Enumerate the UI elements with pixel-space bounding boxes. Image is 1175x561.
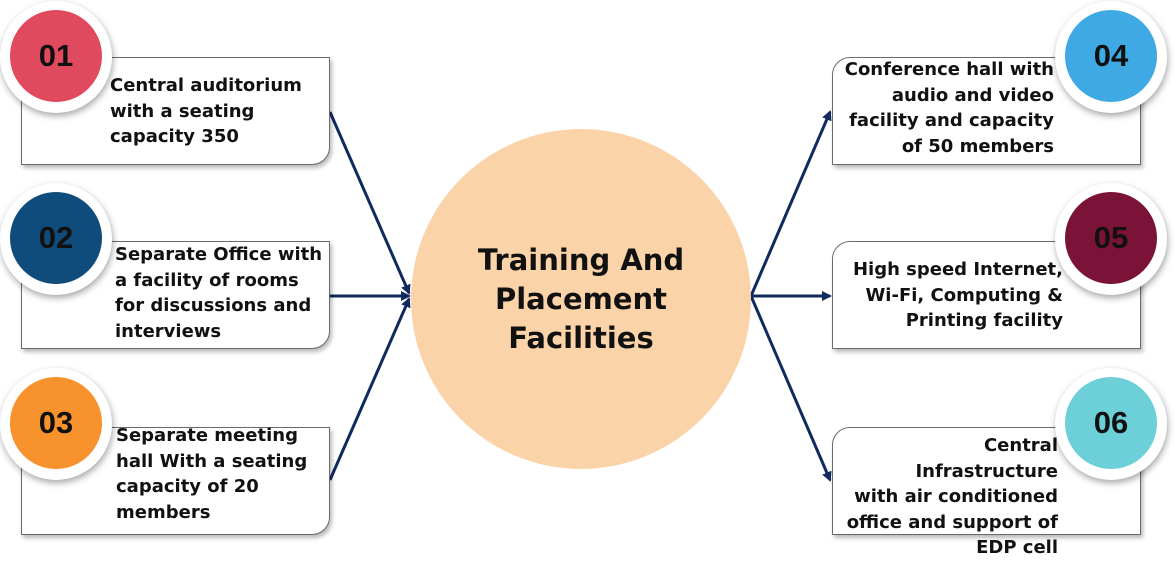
badge-03: 03: [0, 368, 112, 480]
item-box-02: [21, 241, 330, 349]
item-text-03: Separate meeting hall With a seating cap…: [116, 425, 308, 523]
item-text-02: Separate Office with a facility of rooms…: [115, 244, 323, 342]
badge-06: 06: [1055, 368, 1167, 480]
connector-hub-to-04: [749, 110, 832, 297]
badge-circle-03: 03: [10, 377, 102, 469]
badge-circle-02: 02: [10, 192, 102, 284]
badge-01: 01: [0, 1, 112, 113]
badge-circle-01: 01: [10, 10, 102, 102]
item-text-01: Central auditorium with a seating capaci…: [110, 75, 302, 147]
item-text-06: Central Infrastructure with air conditio…: [846, 435, 1058, 558]
connector-01-to-hub: [328, 111, 411, 295]
badge-04: 04: [1055, 1, 1167, 113]
connector-03-to-hub: [328, 297, 411, 481]
badge-circle-04: 04: [1065, 10, 1157, 102]
badge-number-03: 03: [38, 405, 74, 440]
badge-number-02: 02: [38, 220, 74, 255]
connector-hub-to-06: [749, 295, 832, 482]
badge-05: 05: [1055, 183, 1167, 295]
badge-number-05: 05: [1093, 220, 1129, 255]
badge-number-06: 06: [1093, 405, 1129, 440]
item-text-05: High speed Internet, Wi-Fi, Computing & …: [852, 259, 1063, 331]
hub-circle: Training And Placement Facilities: [411, 129, 751, 469]
item-text-04: Conference hall with audio and video fac…: [844, 59, 1054, 157]
badge-number-01: 01: [38, 38, 74, 73]
badge-number-04: 04: [1093, 38, 1129, 73]
badge-circle-06: 06: [1065, 377, 1157, 469]
hub-title: Training And Placement Facilities: [477, 242, 685, 355]
badge-circle-05: 05: [1065, 192, 1157, 284]
badge-02: 02: [0, 183, 112, 295]
